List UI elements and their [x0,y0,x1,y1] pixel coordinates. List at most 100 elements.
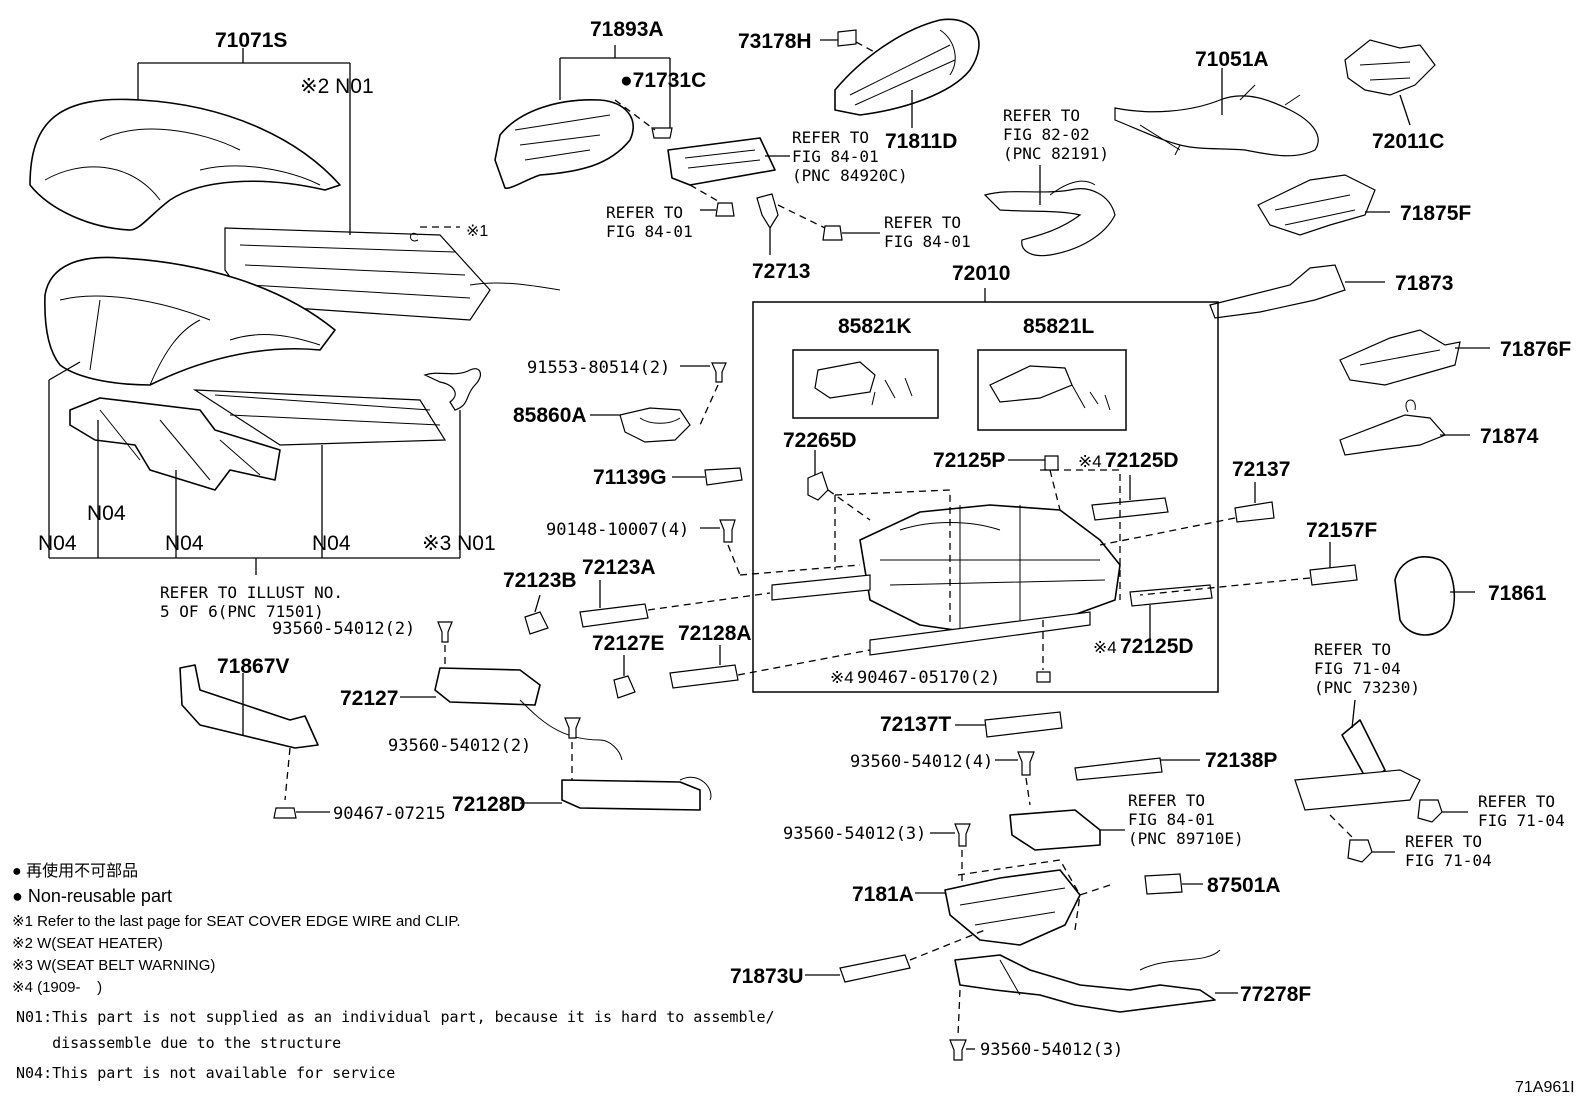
label-85821K[interactable]: 85821K [838,315,912,338]
label-72125D-bottom[interactable]: 72125D [1120,635,1194,658]
refer-8401b-line1[interactable]: REFER TO [606,203,683,222]
refer-7104b-line1[interactable]: REFER TO [1478,792,1555,811]
label-72125P[interactable]: 72125P [933,449,1005,472]
refer-8401c-line1[interactable]: REFER TO [884,213,961,232]
label-72127E[interactable]: 72127E [592,632,664,655]
part-72125D-cover-top[interactable] [1091,497,1169,521]
part-72713-bracket[interactable] [756,193,779,230]
part-85821K-motor[interactable] [814,361,876,399]
label-71893A[interactable]: 71893A [590,18,664,41]
label-93560-54012-a[interactable]: 93560-54012(2) [272,619,415,639]
part-85860A-sensor[interactable] [619,407,691,443]
label-71861[interactable]: 71861 [1488,582,1547,605]
label-72138P[interactable]: 72138P [1205,749,1277,772]
refer-8202-line1[interactable]: REFER TO [1003,106,1080,125]
refer-8401d-line1[interactable]: REFER TO [1128,791,1205,810]
refer-7104b-line2[interactable]: FIG 71-04 [1478,811,1565,830]
label-72137[interactable]: 72137 [1232,458,1290,481]
label-72123A[interactable]: 72123A [582,556,656,579]
part-85821L-motor-box[interactable] [977,349,1127,431]
part-71731C-clip[interactable] [651,127,673,139]
part-72127-harness-box[interactable] [434,667,541,706]
part-73178H-cap[interactable] [837,29,857,47]
refer-7104a-line3[interactable]: (PNC 73230) [1314,678,1420,697]
label-71873[interactable]: 71873 [1395,272,1453,295]
label-87501A[interactable]: 87501A [1207,874,1281,897]
label-72128D[interactable]: 72128D [452,793,526,816]
part-72011C-pad[interactable] [1344,39,1436,96]
label-72011C[interactable]: 72011C [1372,130,1444,153]
label-72137T[interactable]: 72137T [880,713,951,736]
label-90467-07215[interactable]: 90467-07215 [333,804,446,824]
label-71051A[interactable]: 71051A [1195,48,1269,71]
part-seat-wire-harness[interactable] [983,188,1116,257]
part-71071S-cover[interactable] [29,98,341,231]
part-71811D-cover[interactable] [834,18,980,116]
part-71873U-clip[interactable] [839,954,911,983]
part-recliner-shaft[interactable] [1294,769,1421,811]
refer-illust-line2[interactable]: 5 OF 6(PNC 71501) [160,602,324,621]
part-71893A-shield[interactable] [494,99,634,190]
part-72137-cover[interactable] [1234,501,1275,523]
refer-8401c-line2[interactable]: FIG 84-01 [884,232,971,251]
part-72128A-cover[interactable] [669,664,739,689]
part-93560-bolt-e[interactable] [949,1039,967,1061]
label-93560-54012-d[interactable]: 93560-54012(3) [783,824,926,844]
label-72125D-top[interactable]: 72125D [1105,449,1179,472]
part-93560-bolt-a[interactable] [437,621,453,643]
part-belt-warning-sensor[interactable] [423,368,482,411]
part-90467-07215-clip[interactable] [273,807,297,819]
refer-7104a-line1[interactable]: REFER TO [1314,640,1391,659]
label-72713[interactable]: 72713 [752,260,810,283]
part-71861-cap[interactable] [1394,556,1456,636]
label-71873U[interactable]: 71873U [730,965,804,988]
refer-8202-line2[interactable]: FIG 82-02 [1003,125,1090,144]
part-87501A-sensor[interactable] [1144,873,1183,895]
part-7181A-bracket[interactable] [944,869,1081,946]
label-72128A[interactable]: 72128A [678,622,752,645]
part-bracket-screw[interactable] [822,225,843,241]
part-72125D-cover-bottom[interactable] [1129,584,1213,607]
part-90148-bolt[interactable] [719,519,736,543]
part-85821L-motor[interactable] [989,365,1073,403]
refer-8401b-line2[interactable]: FIG 84-01 [606,222,693,241]
refer-7104a-line2[interactable]: FIG 71-04 [1314,659,1401,678]
label-71874[interactable]: 71874 [1480,425,1539,448]
part-71051A-harness[interactable] [1114,95,1319,157]
part-93560-bolt-d[interactable] [954,823,971,847]
part-71139G-pad[interactable] [704,467,743,486]
part-93560-bolt-b[interactable] [564,717,581,739]
part-71873-bracket[interactable] [1209,264,1346,319]
part-90467-05170-clip[interactable] [1036,671,1051,683]
label-90148-10007[interactable]: 90148-10007(4) [546,520,689,540]
refer-illust-line1[interactable]: REFER TO ILLUST NO. [160,583,343,602]
part-72123A-cover[interactable] [579,603,649,628]
part-93560-bolt-c[interactable] [1017,751,1035,776]
label-71731C[interactable]: ●71731C [620,69,706,92]
part-72127E-cap[interactable] [613,675,636,699]
label-72127[interactable]: 72127 [340,687,398,710]
part-72157F-cover[interactable] [1309,564,1358,586]
part-71874-bracket[interactable] [1339,414,1447,456]
label-72265D[interactable]: 72265D [783,429,857,452]
part-cushion-mat[interactable] [192,389,447,446]
label-93560-54012-b[interactable]: 93560-54012(2) [388,736,531,756]
part-72265D-bracket[interactable] [807,471,829,501]
refer-8401a-line1[interactable]: REFER TO [792,128,869,147]
part-seat-adjuster-frame[interactable] [859,504,1121,636]
part-85821K-motor-box[interactable] [792,349,939,419]
part-recliner-handle[interactable] [1341,719,1386,783]
part-72138P-cover[interactable] [1074,757,1163,781]
part-recliner-nut-b[interactable] [1347,839,1373,863]
part-cushion-pad[interactable] [44,256,336,386]
label-93560-54012-e[interactable]: 93560-54012(3) [980,1040,1123,1060]
part-lower-rail-left[interactable] [771,574,871,601]
label-71875F[interactable]: 71875F [1400,202,1471,225]
part-recliner-nut-a[interactable] [1417,799,1443,823]
label-73178H[interactable]: 73178H [738,30,812,53]
part-cushion-frame[interactable] [69,397,281,491]
part-72123B-cap[interactable] [524,611,549,635]
part-77278F-harness[interactable] [954,954,1216,1013]
part-72128D-box[interactable] [561,779,701,811]
part-72125P-clip[interactable] [1044,455,1059,471]
